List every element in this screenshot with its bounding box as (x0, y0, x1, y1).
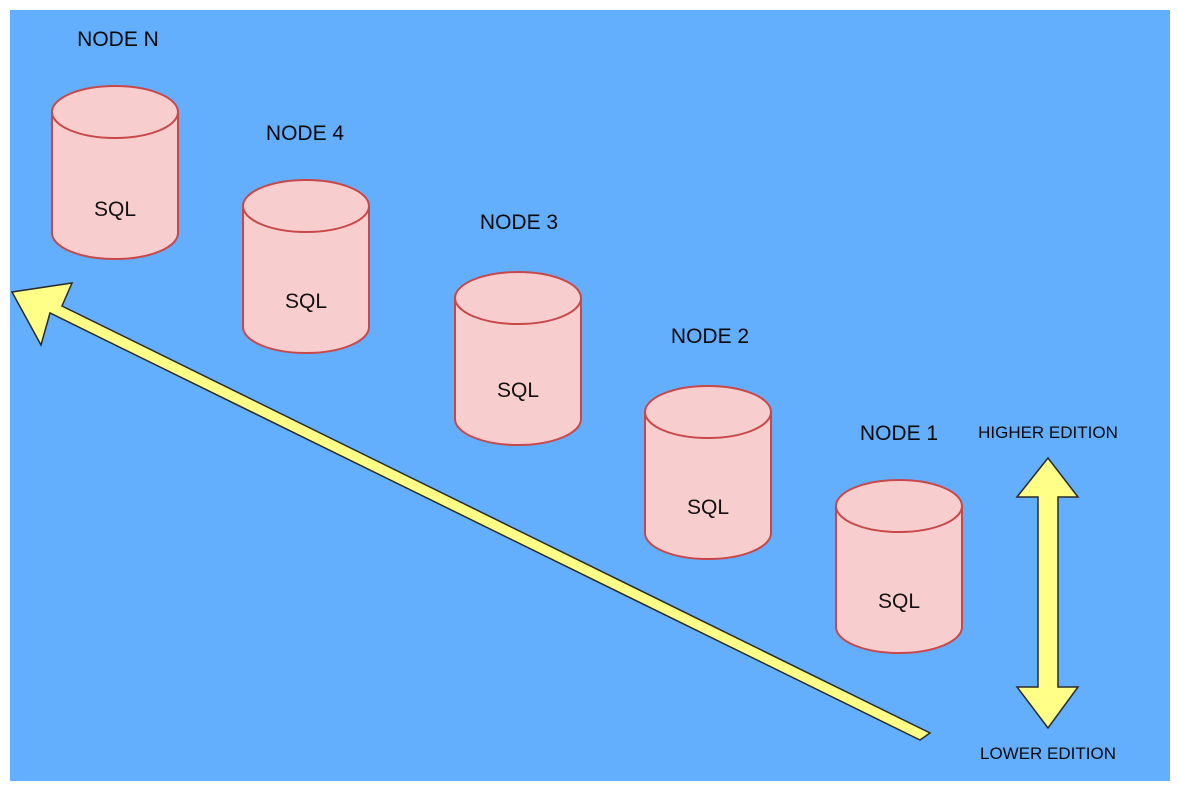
node-label-1: NODE 1 (860, 422, 938, 445)
db-label: SQL (497, 379, 539, 402)
cylinder-top (454, 271, 582, 325)
node-label-3: NODE 3 (480, 211, 558, 234)
lower-edition-label: LOWER EDITION (980, 744, 1116, 763)
cylinder-top (51, 85, 179, 139)
cylinder-top (835, 479, 963, 533)
cylinder-body (644, 412, 772, 560)
cylinder-body (454, 298, 582, 446)
edition-double-arrow (1015, 456, 1080, 730)
db-label: SQL (878, 590, 920, 613)
node-3: SQL (454, 271, 582, 446)
diagram-background (10, 10, 1170, 781)
node-1: SQL (835, 479, 963, 654)
upgrade-path-arrow (10, 282, 932, 741)
cylinder-body (835, 506, 963, 654)
node-2: SQL (644, 385, 772, 560)
cylinder-body (51, 112, 179, 260)
node-n: SQL (51, 85, 179, 260)
db-label: SQL (94, 198, 136, 221)
node-label-2: NODE 2 (671, 325, 749, 348)
cylinder-top (242, 179, 370, 233)
db-label: SQL (285, 290, 327, 313)
db-label: SQL (687, 496, 729, 519)
cylinder-top (644, 385, 772, 439)
higher-edition-label: HIGHER EDITION (978, 423, 1118, 442)
node-label-n: NODE N (77, 28, 159, 51)
node-label-4: NODE 4 (266, 122, 345, 145)
cylinder-body (242, 206, 370, 354)
node-4: SQL (242, 179, 370, 354)
